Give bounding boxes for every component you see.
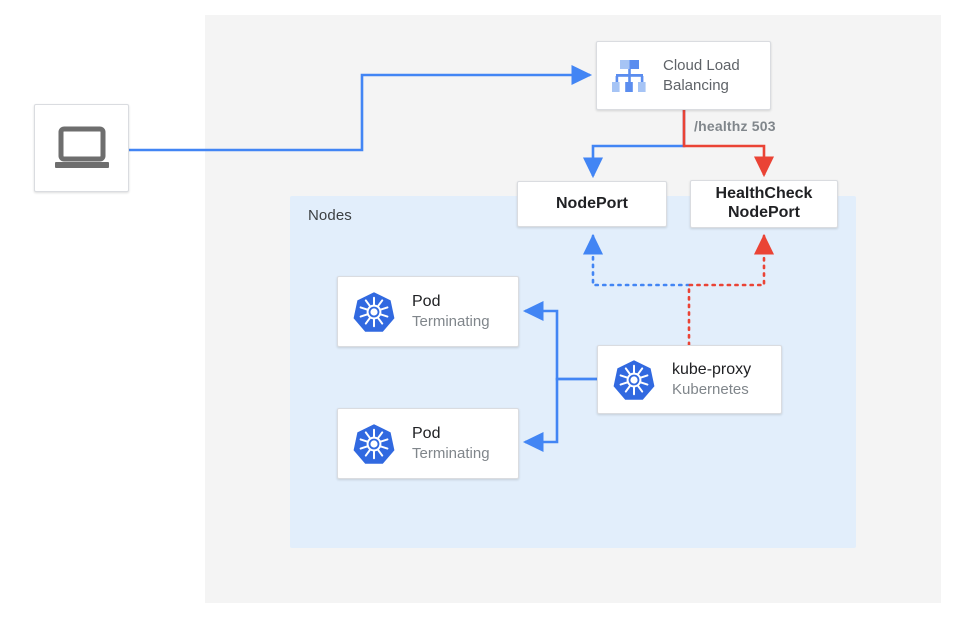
laptop-icon xyxy=(53,125,111,171)
pod-name: Pod xyxy=(412,292,441,310)
pod-name: Pod xyxy=(412,424,441,442)
nodeport-card[interactable]: NodePort xyxy=(517,181,667,227)
kube-proxy-subtitle: Kubernetes xyxy=(672,381,749,399)
kube-proxy-name: kube-proxy xyxy=(672,360,752,378)
pod-texts: Pod Terminating xyxy=(412,292,490,332)
cloud-load-balancing-icon xyxy=(609,57,649,95)
pod-card[interactable]: Pod Terminating xyxy=(337,276,519,347)
cloud-load-balancing-line2: Balancing xyxy=(663,76,729,94)
healthcheck-nodeport-line2: NodePort xyxy=(727,204,800,221)
cloud-load-balancing-card[interactable]: Cloud Load Balancing xyxy=(596,41,771,110)
nodeport-label: NodePort xyxy=(556,194,628,212)
healthcheck-nodeport-label: HealthCheck NodePort xyxy=(716,185,813,223)
pod-card[interactable]: Pod Terminating xyxy=(337,408,519,479)
pod-status: Terminating xyxy=(412,313,490,331)
nodes-region-label: Nodes xyxy=(308,207,352,224)
cloud-load-balancing-texts: Cloud Load Balancing xyxy=(663,56,740,94)
kubernetes-icon xyxy=(352,290,396,334)
pod-texts: Pod Terminating xyxy=(412,424,490,464)
kube-proxy-texts: kube-proxy Kubernetes xyxy=(672,360,751,400)
healthcheck-nodeport-card[interactable]: HealthCheck NodePort xyxy=(690,180,838,228)
healthz-edge-label: /healthz 503 xyxy=(694,118,776,134)
kubernetes-icon xyxy=(612,358,656,402)
cloud-load-balancing-line1: Cloud Load xyxy=(663,57,740,75)
client-device-card[interactable] xyxy=(34,104,129,192)
pod-status: Terminating xyxy=(412,445,490,463)
kubernetes-icon xyxy=(352,422,396,466)
healthcheck-nodeport-line1: HealthCheck xyxy=(715,185,813,203)
kube-proxy-card[interactable]: kube-proxy Kubernetes xyxy=(597,345,782,414)
